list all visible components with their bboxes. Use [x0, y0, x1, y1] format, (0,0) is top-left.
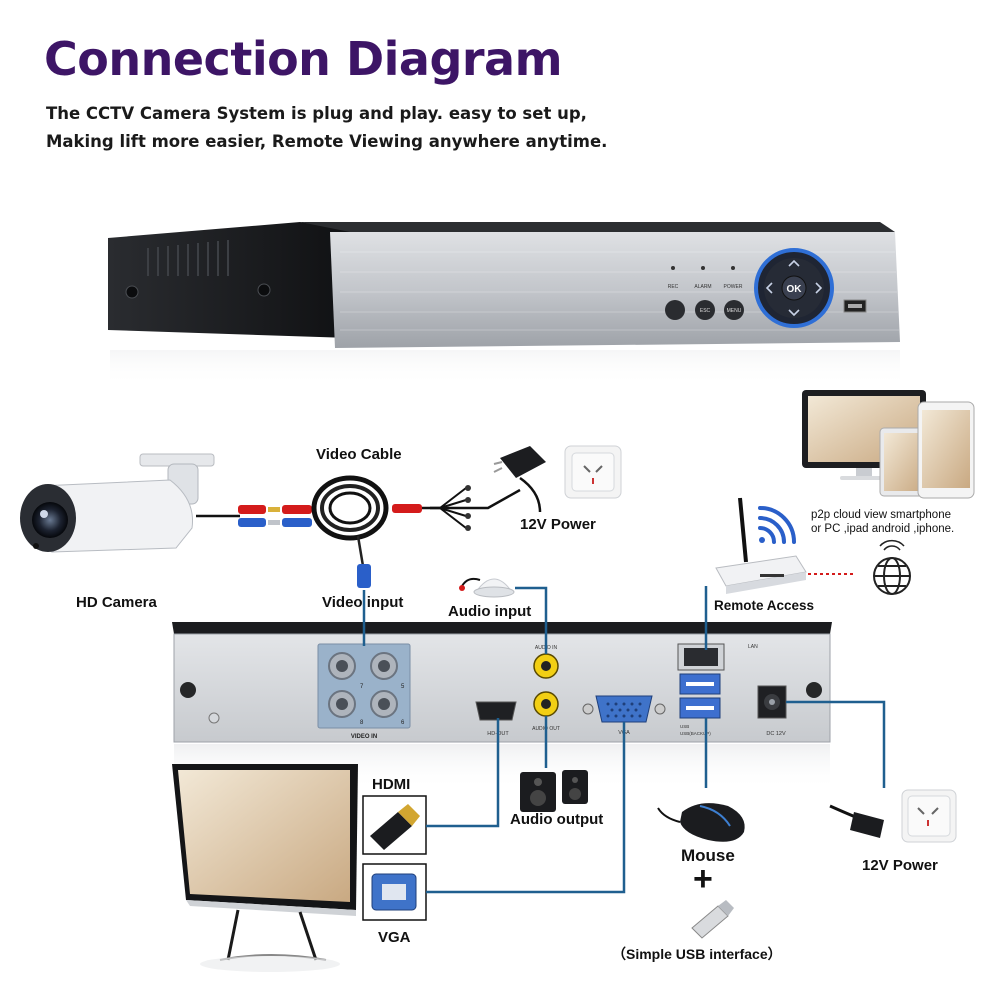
router-image [715, 497, 807, 594]
rec-indicator-label: REC [668, 284, 679, 290]
port-6-label: 6 [401, 720, 405, 726]
monitor-image [172, 764, 358, 972]
port-7-label: 7 [360, 684, 364, 690]
audio-input-mic-image [459, 577, 515, 598]
audio-input-line [515, 586, 548, 654]
video-in-label: VIDEO IN [351, 734, 377, 740]
menu-label: MENU [727, 308, 742, 314]
alarm-indicator-label: ALARM [694, 284, 711, 290]
ok-button-label: OK [787, 284, 803, 295]
remote-access-label: Remote Access [714, 598, 815, 613]
subtitle-line-2: Making lift more easier, Remote Viewing … [46, 132, 608, 151]
usb-backup-port-label: USB(BACKUP) [680, 731, 711, 736]
menu-button[interactable] [724, 300, 744, 320]
port-8-label: 8 [360, 720, 364, 726]
remote-devices-image [802, 390, 975, 499]
usb-port-label: USB [680, 724, 689, 729]
hdmi-line [426, 718, 500, 828]
power-adapter-bottom-image [829, 789, 957, 843]
hdmi-label: HDMI [372, 776, 411, 793]
p2p-line-1: p2p cloud view smartphone [811, 509, 951, 521]
hd-camera-label: HD Camera [76, 594, 157, 611]
dc-port-label: DC 12V [766, 731, 786, 737]
lan-port-label: LAN [748, 644, 758, 650]
port-5-label: 5 [401, 684, 405, 690]
hdmi-connector-box [362, 795, 427, 855]
power-top-label: 12V Power [520, 516, 596, 533]
video-input-label: Video input [322, 594, 404, 611]
page-title: Connection Diagram [44, 32, 563, 86]
dc-power-line [786, 700, 886, 788]
wifi-icon [758, 506, 796, 544]
hd-camera-image [20, 453, 215, 553]
power-bottom-label: 12V Power [862, 857, 938, 874]
usb-stick-image [691, 900, 734, 939]
mouse-image [657, 803, 745, 842]
vga-label: VGA [378, 929, 411, 946]
vga-line [426, 722, 626, 894]
connector-lines [362, 586, 886, 894]
speakers-image [520, 770, 588, 812]
vga-connector-box [362, 863, 427, 921]
power-adapter-top-image [493, 445, 622, 513]
audio-input-label: Audio input [448, 603, 532, 620]
esc-button[interactable] [695, 300, 715, 320]
p2p-line-2: or PC ,ipad android ,iphone. [811, 523, 955, 535]
plus-sign: + [693, 860, 713, 898]
dvr-front-unit: REC ALARM POWER ESC MENU OK [108, 222, 900, 386]
video-cable-label: Video Cable [316, 446, 402, 463]
dvr-back-panel: 7 5 8 6 VIDEO IN AUDIO IN AUDIO OUT HD-O… [172, 622, 832, 790]
globe-icon [873, 539, 911, 595]
usb-interface-label: （Simple USB interface） [612, 946, 782, 962]
mouse-label: Mouse [681, 846, 735, 865]
video-cable-image [196, 475, 521, 588]
esc-label: ESC [700, 308, 711, 314]
audio-output-label: Audio output [510, 811, 604, 828]
power-indicator-label: POWER [724, 284, 743, 290]
subtitle-line-1: The CCTV Camera System is plug and play.… [46, 104, 587, 123]
